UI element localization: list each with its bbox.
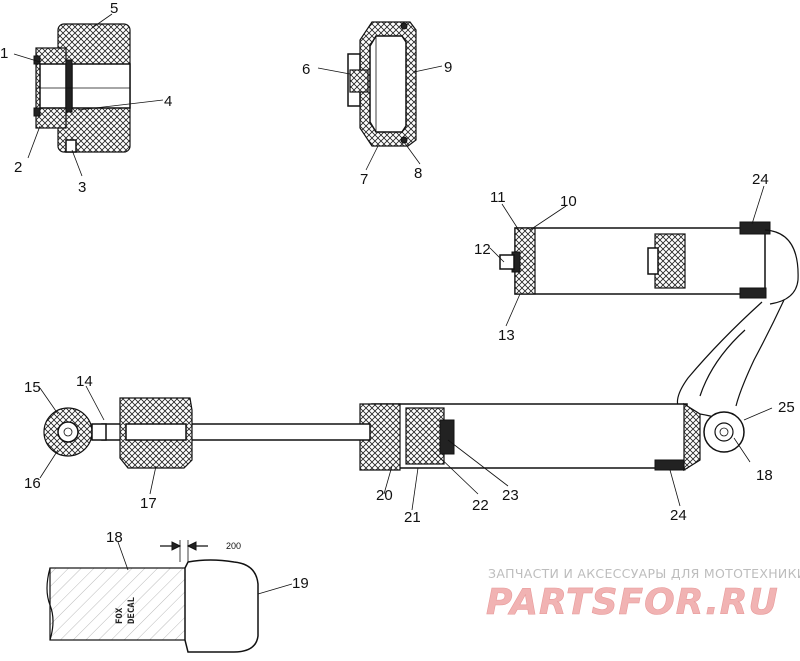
decal-text-line2: DECAL (127, 596, 137, 624)
callout-15: 15 (24, 379, 41, 396)
callout-17: 17 (140, 495, 157, 512)
callout-1: 1 (0, 45, 8, 62)
reservoir (499, 221, 799, 305)
callout-3: 3 (78, 179, 86, 196)
decal-detail: FOX DECAL 200 (46, 540, 259, 653)
callout-20: 20 (376, 487, 393, 504)
callout-19: 19 (292, 575, 309, 592)
cap-assembly (347, 21, 417, 147)
decal-text-line1: FOX (115, 607, 125, 624)
callout-9: 9 (444, 59, 452, 76)
bumper (119, 397, 193, 469)
callout-23: 23 (502, 487, 519, 504)
callout-11: 11 (490, 189, 506, 206)
callout-13: 13 (498, 327, 515, 344)
callout-7: 7 (360, 171, 368, 188)
bushing-assembly (33, 23, 131, 153)
callout-18-shock: 18 (756, 467, 773, 484)
watermark-tagline: ЗАПЧАСТИ И АКСЕССУАРЫ ДЛЯ МОТОТЕХНИКИ (488, 566, 800, 581)
shock-main-body (359, 402, 745, 472)
callout-8: 8 (414, 165, 422, 182)
eyelet (43, 407, 107, 457)
callout-12: 12 (474, 241, 491, 258)
callout-22: 22 (472, 497, 489, 514)
callout-25: 25 (778, 399, 795, 416)
callout-labels: 1 2 3 4 5 6 7 8 9 10 11 12 13 14 15 16 1… (0, 0, 795, 592)
reservoir-hose (676, 299, 785, 407)
callout-24-top: 24 (752, 171, 769, 188)
leader-lines (13, 13, 773, 595)
callout-16: 16 (24, 475, 41, 492)
callout-6: 6 (302, 61, 310, 78)
callout-4: 4 (164, 93, 172, 110)
callout-24-bottom: 24 (670, 507, 687, 524)
watermark: ЗАПЧАСТИ И АКСЕССУАРЫ ДЛЯ МОТОТЕХНИКИ PA… (486, 566, 800, 623)
dimension-label: 200 (226, 541, 241, 551)
callout-14: 14 (76, 373, 93, 390)
callout-10: 10 (560, 193, 577, 210)
callout-2: 2 (14, 159, 22, 176)
callout-21: 21 (404, 509, 421, 526)
callout-18-decal: 18 (106, 529, 123, 546)
watermark-logo: PARTSFOR.RU (486, 582, 779, 623)
callout-5: 5 (110, 0, 118, 17)
